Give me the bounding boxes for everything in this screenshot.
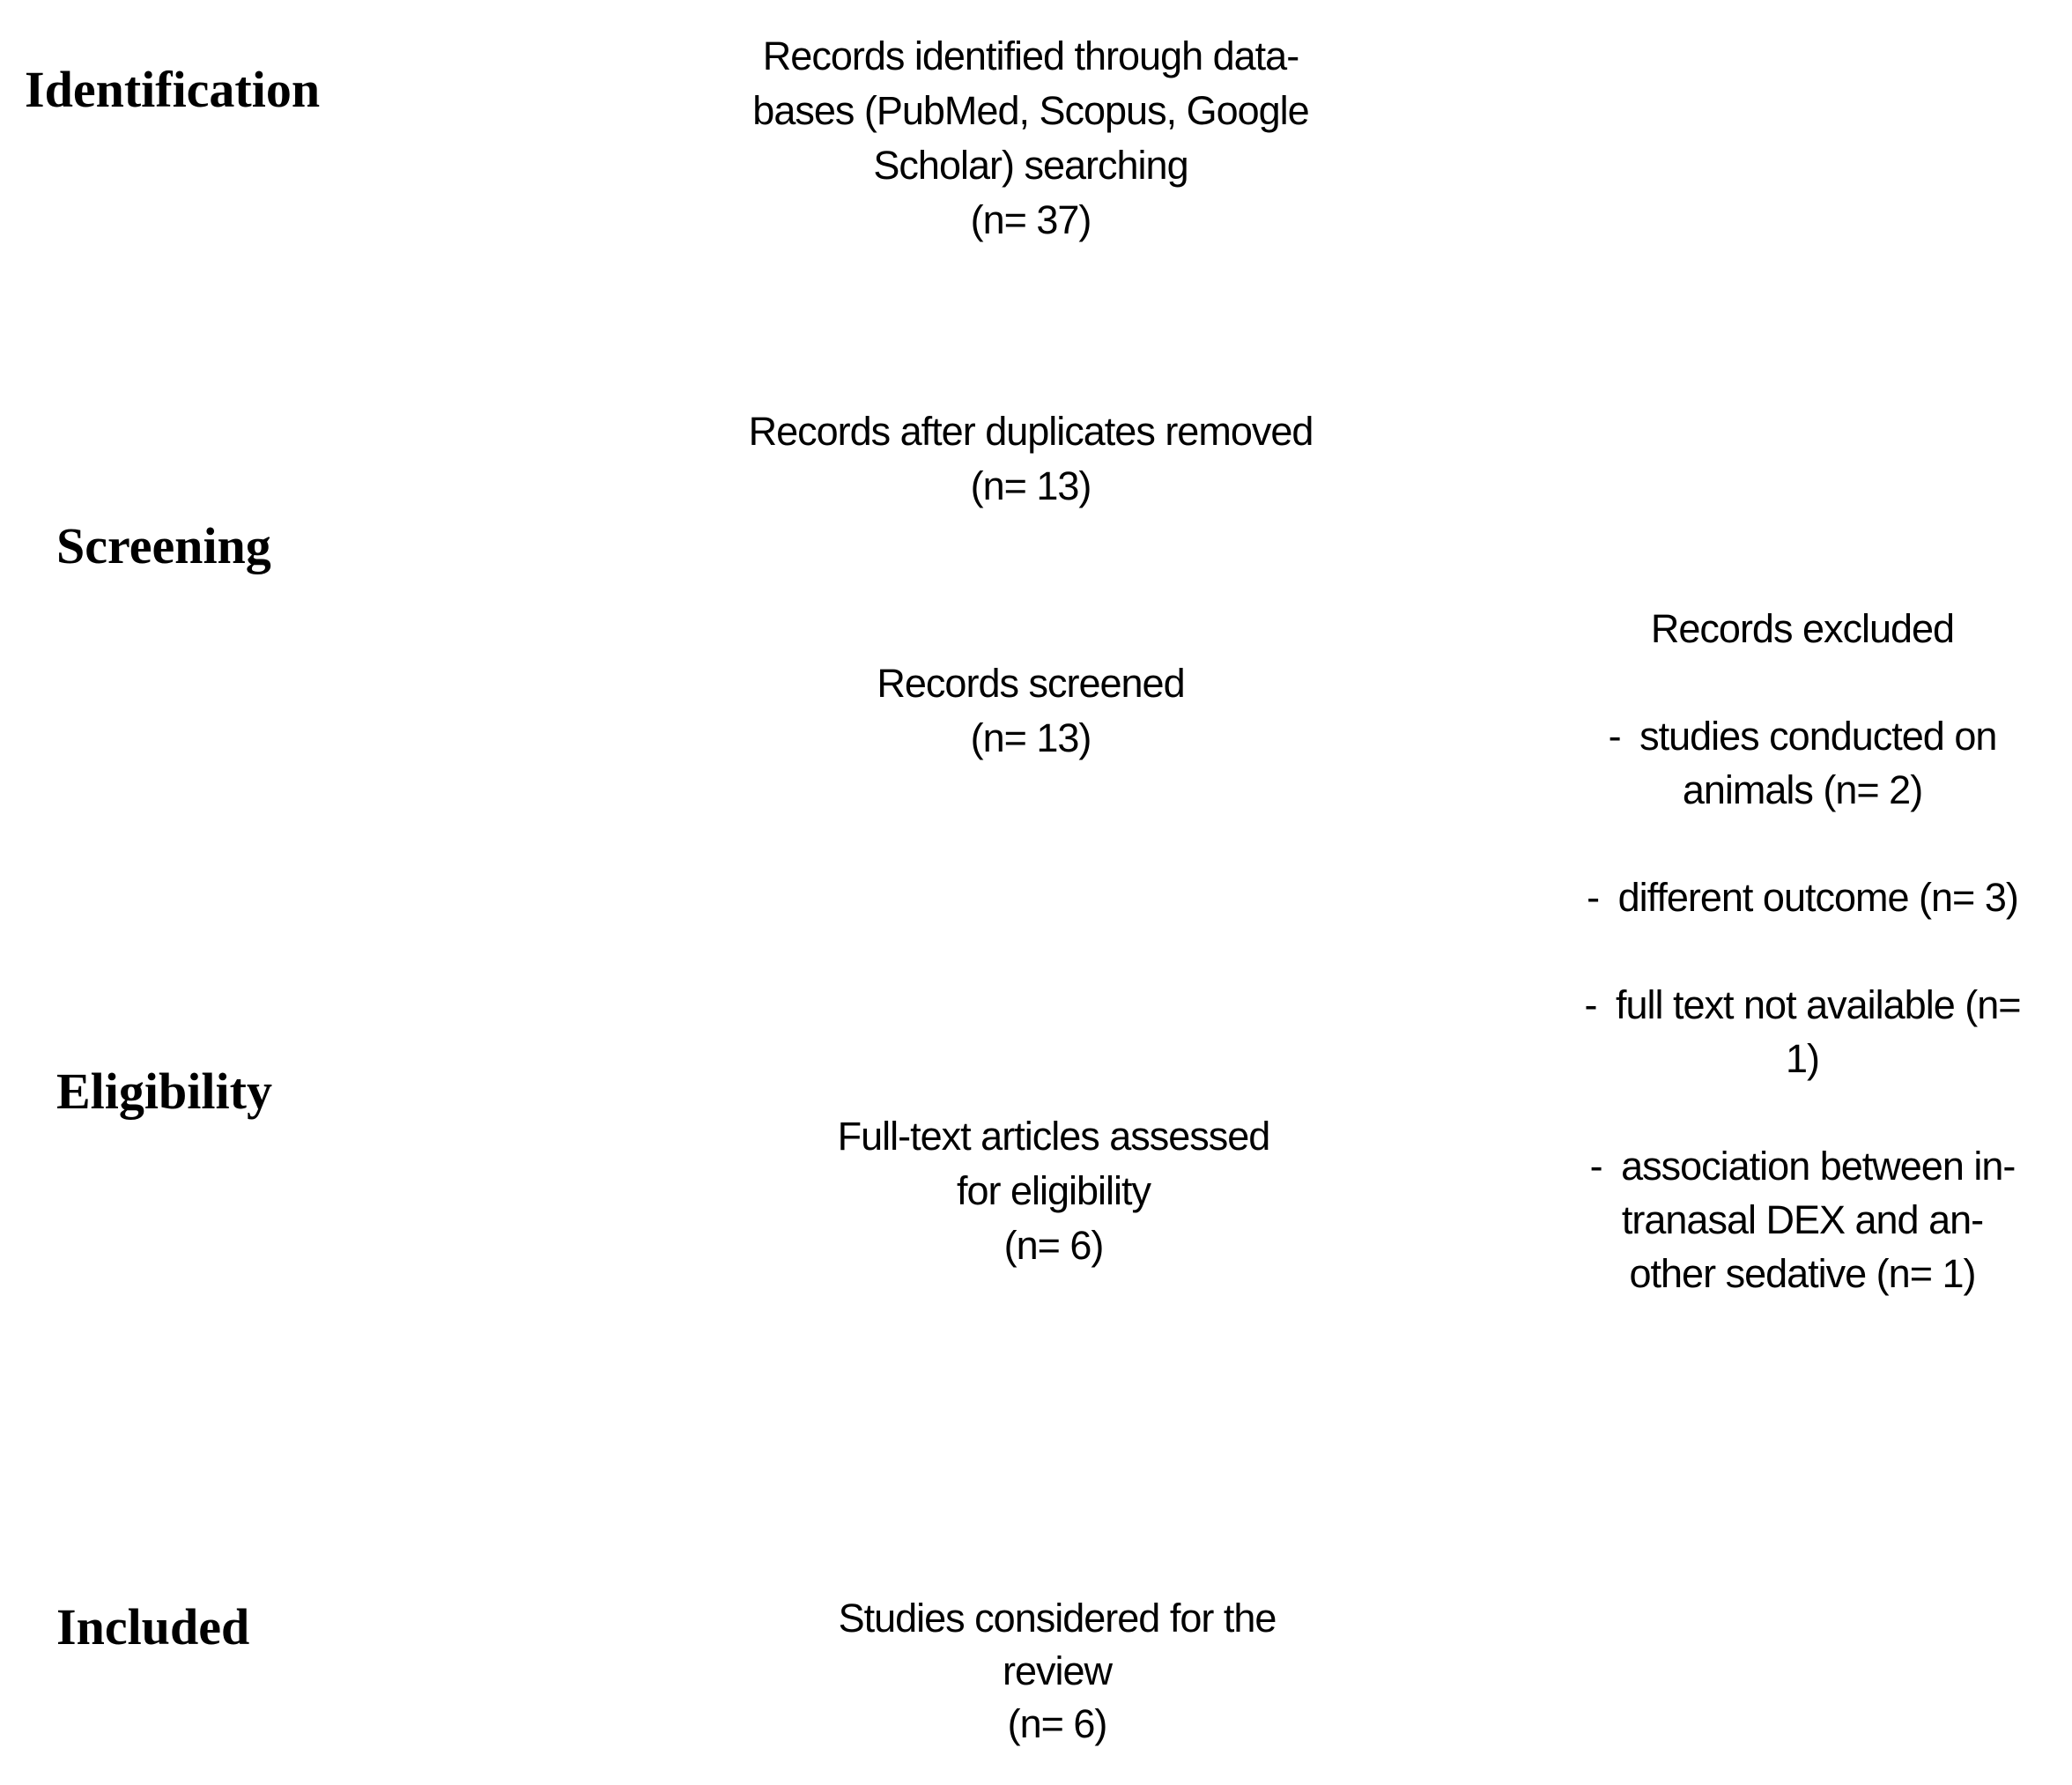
box-records-identified: Records identified through data- bases (… [752, 33, 1309, 242]
excluded-reason-animal-studies: - studies conducted on animals (n= 2) [1608, 714, 1998, 812]
records-excluded-title: Records excluded [1650, 606, 1955, 651]
excluded-reason-different-outcome: - different outcome (n= 3) [1587, 875, 2019, 920]
box-records-after-duplicates: Records after duplicates removed (n= 13) [748, 409, 1314, 508]
box-records-screened: Records screened (n= 13) [877, 661, 1185, 760]
stage-label-identification: Identification [25, 61, 321, 118]
box-studies-considered: Studies considered for the review (n= 6) [838, 1596, 1277, 1746]
box-records-excluded: Records excluded - studies conducted on … [1533, 548, 2072, 1354]
excluded-reason-dex-association: - association between in- tranasal DEX a… [1589, 1144, 2016, 1296]
excluded-reason-no-full-text: - full text not available (n= 1) [1584, 982, 2021, 1081]
stage-label-eligibility: Eligibility [56, 1063, 272, 1120]
stage-label-included: Included [56, 1598, 250, 1655]
stage-label-screening: Screening [56, 517, 271, 574]
box-full-text-assessed: Full-text articles assessed for eligibil… [837, 1114, 1271, 1268]
